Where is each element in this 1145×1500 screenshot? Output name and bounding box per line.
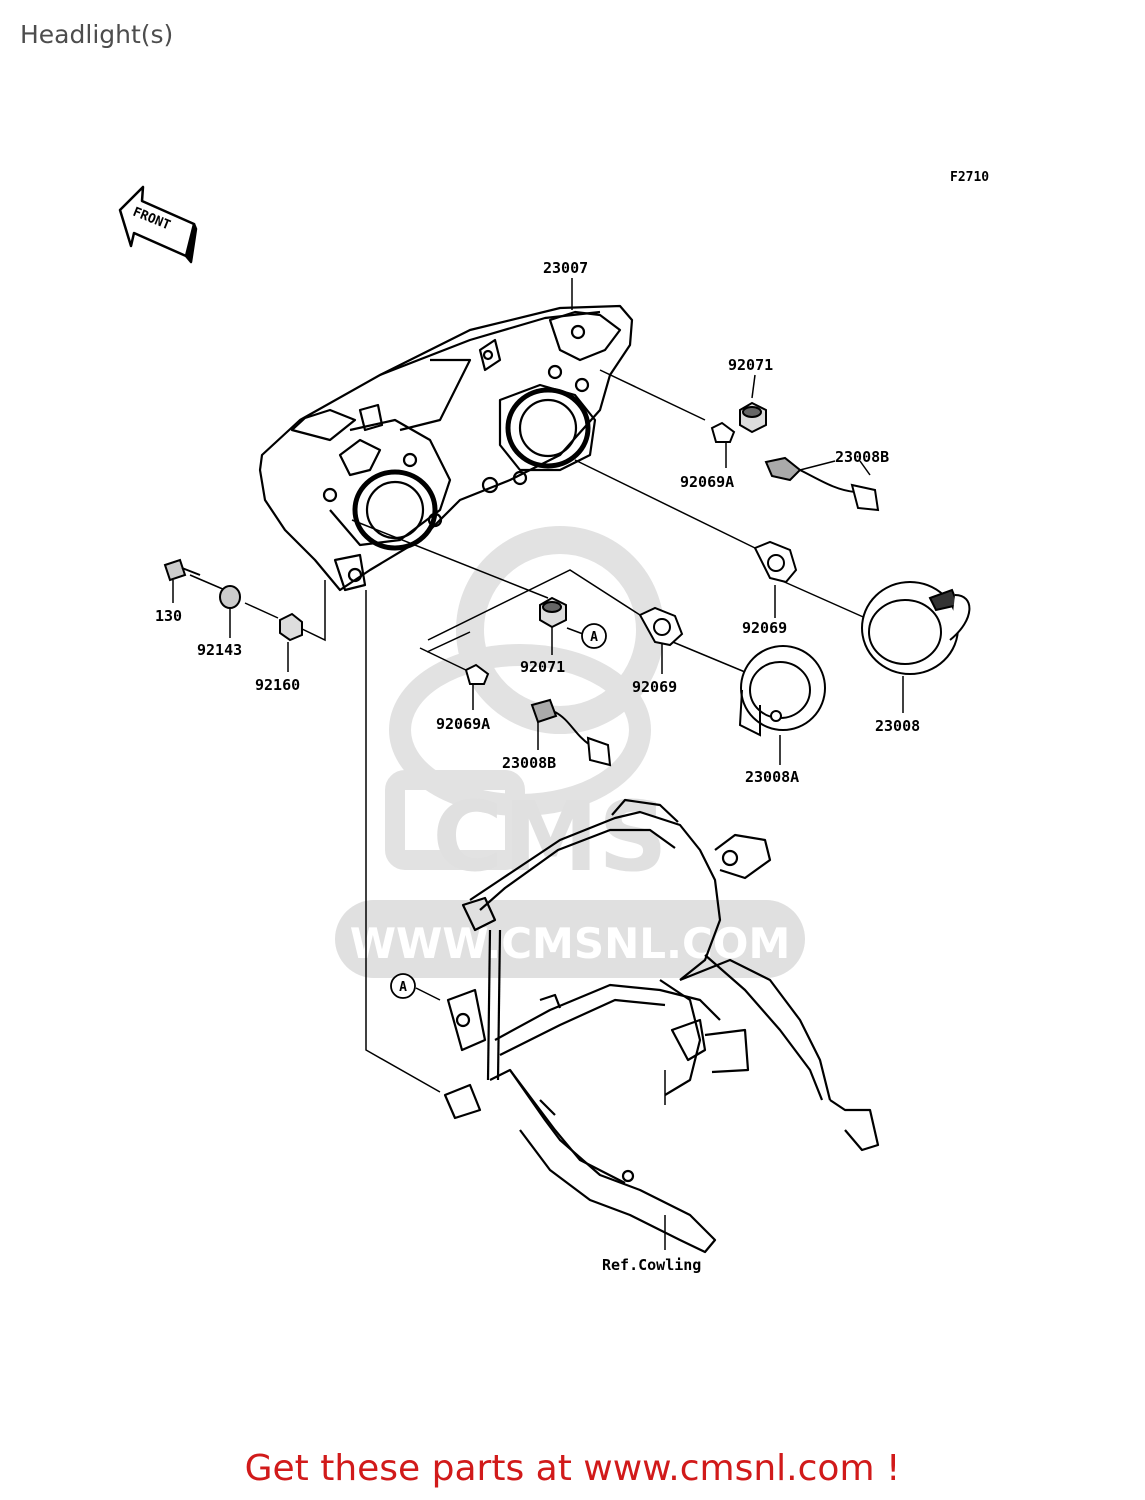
watermark: CMS WWW.CMSNL.COM [335,526,805,978]
part-label: 92069 [632,678,677,696]
callout-a-label: A [590,630,598,645]
leader-lines [172,278,904,1250]
watermark-url: WWW.CMSNL.COM [350,919,791,968]
callout-a-left: A [390,973,416,999]
part-label: 130 [155,607,182,625]
footer-cta[interactable]: Get these parts at www.cmsnl.com ! [244,1448,901,1489]
parts-diagram: CMS WWW.CMSNL.COM F2710 FRONT [118,170,989,1274]
part-label: 92069 [742,619,787,637]
watermark-logo: CMS [432,781,667,893]
part-label: 23008B [502,754,556,772]
cowling-stay [443,798,880,1254]
part-label: 92071 [728,356,773,374]
part-label: 23007 [543,259,588,277]
part-label: 92069A [436,715,490,733]
part-label: 92160 [255,676,300,694]
part-label: 23008 [875,717,920,735]
callout-a-label: A [399,980,407,995]
page-title: Headlight(s) [20,20,174,49]
part-label: 92143 [197,641,242,659]
part-labels: 23007 92071 92069A 23008B 92069 23008 92… [155,259,920,1274]
front-arrow-icon: FRONT [118,185,198,264]
part-label: Ref.Cowling [602,1256,701,1274]
diagram-code: F2710 [950,170,989,185]
part-label: 23008A [745,768,799,786]
small-parts [163,401,971,767]
headlight-housing [258,304,634,592]
part-label: 92071 [520,658,565,676]
callout-a-right: A [581,623,607,649]
part-label: 92069A [680,473,734,491]
part-label: 23008B [835,448,889,466]
